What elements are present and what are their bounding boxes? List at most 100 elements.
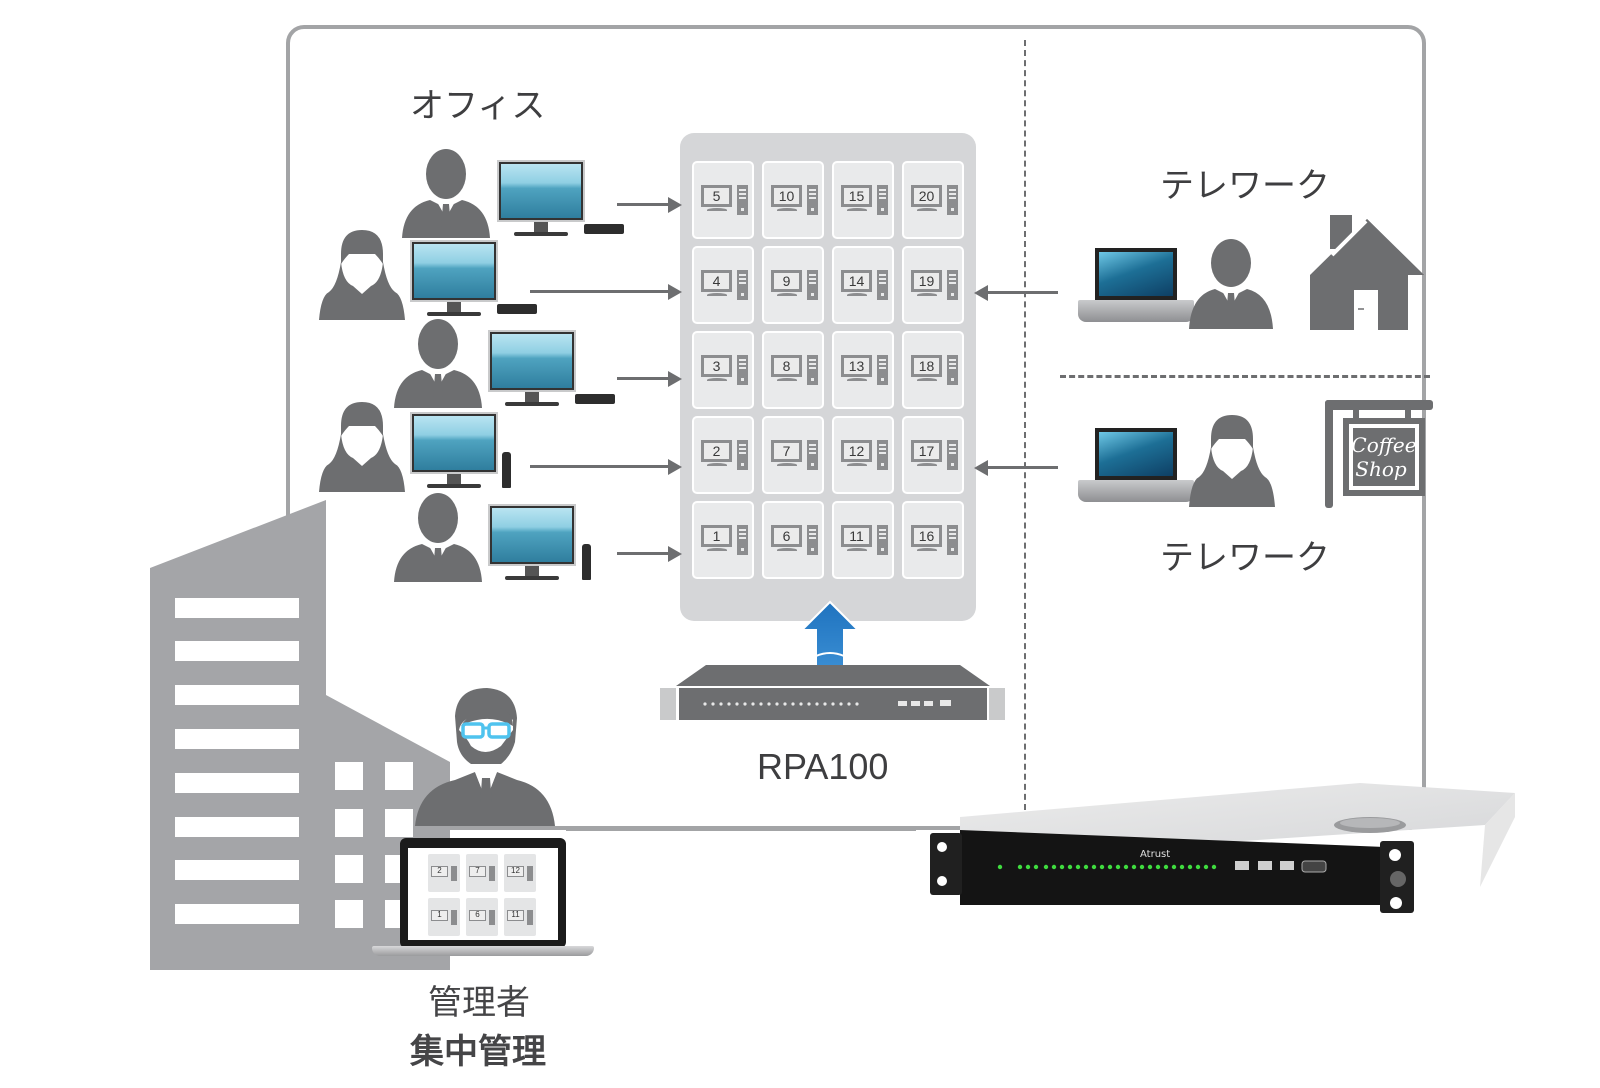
pc-tower-icon: [947, 440, 958, 470]
monitor-icon: [410, 412, 498, 474]
virtual-desktop-cell: 4: [692, 246, 754, 324]
female-user-icon: [315, 400, 409, 496]
connection-arrow-line: [530, 290, 668, 293]
desktop-monitor-icon: 3: [701, 355, 732, 377]
admin-desktop-cell: 11: [504, 898, 536, 936]
male-user-icon: [1189, 239, 1273, 329]
monitor-stand: [707, 378, 727, 382]
pc-tower-icon: [527, 910, 533, 925]
connection-arrow-line: [617, 203, 668, 206]
desktop-monitor-icon: 6: [469, 910, 486, 921]
virtual-desktop-cell: 6: [762, 501, 824, 579]
laptop-icon: [1095, 248, 1177, 300]
rpa100-label: RPA100: [757, 746, 889, 787]
thin-client-box-icon: [584, 224, 624, 234]
thin-client-tower-icon: [582, 544, 591, 580]
pc-tower-icon: [737, 525, 748, 555]
coffee-shop-sign-icon: Coffee Shop: [1325, 400, 1433, 508]
pc-tower-icon: [877, 525, 888, 555]
monitor-icon: [497, 160, 585, 222]
virtual-desktop-cell: 19: [902, 246, 964, 324]
pc-tower-icon: [527, 866, 533, 881]
rpa100-appliance-icon: [660, 665, 1005, 720]
pc-tower-icon: [877, 355, 888, 385]
pc-tower-icon: [737, 185, 748, 215]
monitor-stand: [917, 463, 937, 467]
monitor-stand: [917, 208, 937, 212]
monitor-stand: [917, 548, 937, 552]
pc-tower-icon: [877, 270, 888, 300]
arrow-right-icon: [668, 371, 682, 387]
monitor-stand: [847, 548, 867, 552]
pc-tower-icon: [947, 355, 958, 385]
arrow-right-icon: [668, 284, 682, 300]
desktop-monitor-icon: 11: [841, 525, 872, 547]
male-user-icon: [392, 492, 484, 586]
server-chassis-icon: Atrust: [930, 783, 1515, 913]
desktop-monitor-icon: 7: [771, 440, 802, 462]
monitor-stand: [847, 378, 867, 382]
central-management-label: 集中管理: [410, 1032, 546, 1072]
admin-desktop-cell: 7: [466, 854, 498, 892]
arrow-right-icon: [668, 546, 682, 562]
coffee-sign-text: Coffee: [1351, 433, 1416, 457]
virtual-desktop-cell: 18: [902, 331, 964, 409]
pc-tower-icon: [737, 355, 748, 385]
monitor-base: [427, 312, 481, 316]
connection-arrow-line: [530, 465, 668, 468]
pc-tower-icon: [877, 440, 888, 470]
monitor-stand: [447, 302, 461, 312]
virtual-desktop-cell: 14: [832, 246, 894, 324]
virtual-desktop-cell: 16: [902, 501, 964, 579]
virtual-desktop-cell: 3: [692, 331, 754, 409]
pc-tower-icon: [947, 270, 958, 300]
arrow-left-icon: [974, 285, 988, 301]
pc-tower-icon: [807, 525, 818, 555]
monitor-stand: [525, 566, 539, 576]
desktop-monitor-icon: 1: [701, 525, 732, 547]
thin-client-box-icon: [575, 394, 615, 404]
virtual-desktop-cell: 15: [832, 161, 894, 239]
desktop-monitor-icon: 1: [431, 910, 448, 921]
desktop-monitor-icon: 2: [701, 440, 732, 462]
remote-arrow-line-cafe: [988, 466, 1058, 469]
monitor-stand: [777, 548, 797, 552]
monitor-stand: [777, 463, 797, 467]
admin-connection-line: [566, 827, 916, 831]
arrow-right-icon: [668, 197, 682, 213]
desktop-monitor-icon: 8: [771, 355, 802, 377]
thin-client-tower-icon: [502, 452, 511, 488]
desktop-monitor-icon: 16: [911, 525, 942, 547]
monitor-stand: [847, 293, 867, 297]
office-telework-divider: [1024, 40, 1026, 820]
virtual-desktop-cell: 7: [762, 416, 824, 494]
female-user-icon: [1189, 415, 1275, 507]
desktop-monitor-icon: 12: [507, 866, 524, 877]
server-brand-label: Atrust: [1140, 849, 1170, 860]
desktop-monitor-icon: 14: [841, 270, 872, 292]
server-status-leds: [997, 864, 1217, 870]
arrow-left-icon: [974, 460, 988, 476]
laptop-icon: [1095, 428, 1177, 480]
desktop-monitor-icon: 12: [841, 440, 872, 462]
telework-cafe-label: テレワーク: [1160, 538, 1330, 578]
desktop-monitor-icon: 15: [841, 185, 872, 207]
virtual-desktop-cell: 12: [832, 416, 894, 494]
monitor-stand: [917, 293, 937, 297]
monitor-stand: [777, 378, 797, 382]
desktop-monitor-icon: 5: [701, 185, 732, 207]
female-user-icon: [315, 228, 409, 324]
monitor-stand: [847, 208, 867, 212]
desktop-monitor-icon: 13: [841, 355, 872, 377]
pc-tower-icon: [737, 270, 748, 300]
desktop-monitor-icon: 17: [911, 440, 942, 462]
virtual-desktop-cell: 13: [832, 331, 894, 409]
monitor-stand: [707, 548, 727, 552]
remote-arrow-line-home: [988, 291, 1058, 294]
desktop-monitor-icon: 4: [701, 270, 732, 292]
admin-desktop-cell: 12: [504, 854, 536, 892]
monitor-icon: [488, 330, 576, 392]
